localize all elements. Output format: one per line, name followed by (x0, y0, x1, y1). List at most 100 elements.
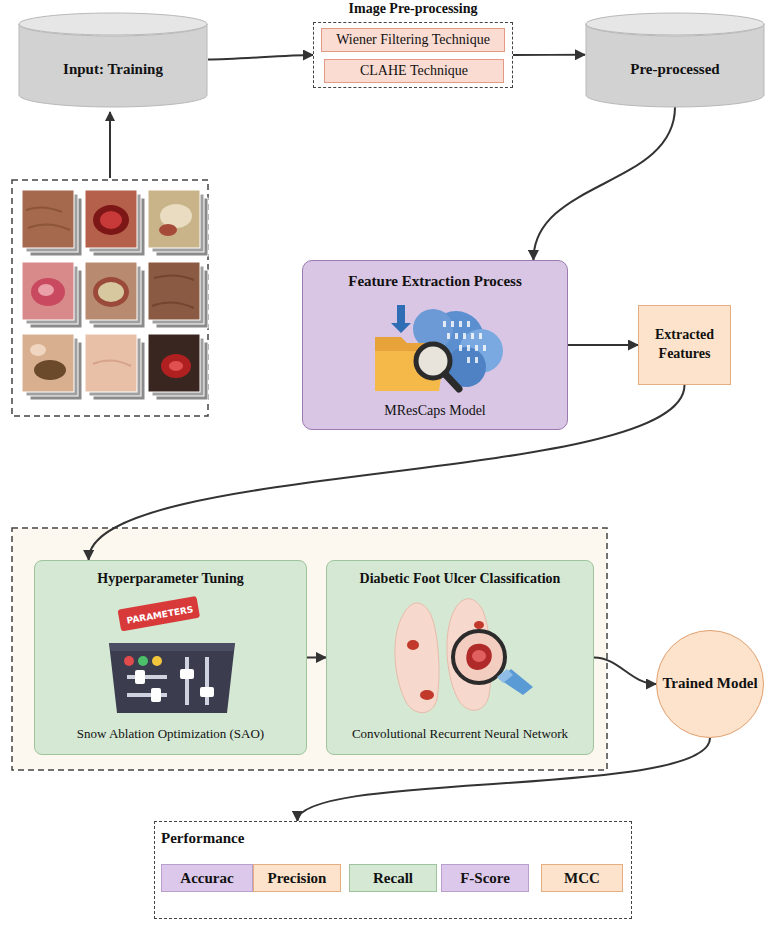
image-grid-frame (12, 180, 208, 416)
drawing-part (127, 675, 167, 679)
illustration (383, 595, 543, 724)
process-subtitle: Snow Ablation Optimization (SAO) (39, 726, 302, 742)
cylinder-body (586, 24, 764, 107)
drawing-part (445, 374, 459, 389)
drawing-part (420, 690, 434, 700)
drawing-part (148, 262, 200, 320)
drawing-part (117, 596, 200, 632)
drawing-part (148, 190, 200, 248)
drawing-part (474, 621, 484, 629)
data-cylinder: Pre-processed (585, 12, 765, 107)
metric-label: F-Score (460, 870, 510, 887)
data-box: Extracted Features (638, 305, 731, 385)
drawing-part (109, 643, 235, 713)
process-box: CLAHE Technique (324, 59, 504, 83)
drawing-part (391, 305, 411, 333)
metric-cell: Accurac (161, 864, 253, 892)
illustration (361, 299, 511, 403)
flow-arrow (594, 658, 656, 685)
drawing-part (138, 656, 148, 666)
drawing-part (451, 321, 454, 327)
drawing-part (148, 262, 208, 328)
drawing-part (151, 688, 161, 702)
drawing-part (200, 687, 214, 697)
drawing-part (467, 357, 470, 363)
process-title: Hyperparameter Tuning (39, 571, 302, 587)
drawing-part (497, 669, 513, 683)
drawing-part (483, 345, 486, 351)
drawing-part (185, 657, 189, 705)
drawing-part (22, 262, 82, 328)
drawing-part (30, 344, 46, 356)
drawing-part (148, 334, 200, 392)
drawing-part (455, 333, 458, 339)
terminal-label: Trained Model (662, 674, 757, 694)
process-subtitle: MResCaps Model (307, 403, 563, 419)
cylinder-top (586, 13, 764, 35)
drawing-part (443, 321, 446, 327)
flow-arrow (307, 657, 326, 659)
drawing-part (205, 657, 209, 705)
cylinder-label: Input: Training (63, 61, 163, 78)
cylinder-body (19, 24, 207, 107)
drawing-part (361, 299, 511, 399)
drawing-part (148, 334, 208, 400)
results-heading: Performance (161, 830, 244, 847)
metric-cell: MCC (541, 864, 623, 892)
grid-arrow (109, 112, 111, 178)
process-box: Feature Extraction ProcessMResCaps Model (302, 260, 568, 430)
drawing-part (479, 333, 482, 339)
data-cylinder: Input: Training (18, 12, 208, 107)
process-box: Hyperparameter TuningSnow Ablation Optim… (34, 560, 307, 755)
drawing-part (471, 333, 474, 339)
drawing-part (93, 360, 131, 366)
drawing-part (467, 345, 470, 351)
drawing-part (38, 284, 54, 296)
drawing-part (22, 334, 74, 392)
drawing-part (466, 644, 492, 670)
drawing-part (135, 670, 145, 684)
group-box: Image Pre-processingWiener Filtering Tec… (313, 22, 513, 88)
drawing-part (148, 190, 208, 256)
drawing-part (34, 360, 66, 380)
drawing-part (124, 656, 134, 666)
drawing-part (85, 334, 137, 392)
drawing-part (459, 321, 462, 327)
drawing-part (395, 603, 439, 713)
drawing-part (100, 211, 122, 229)
drawing-part (152, 275, 194, 308)
drawing-part (93, 277, 129, 307)
drawing-part (467, 321, 470, 327)
drawing-part (407, 640, 419, 650)
drawing-part (26, 207, 70, 230)
drawing-part (85, 334, 145, 400)
process-box: Wiener Filtering Technique (321, 28, 505, 52)
metric-cell: Precision (253, 864, 341, 892)
drawing-part (98, 282, 124, 302)
metric-label: Accurac (180, 870, 233, 887)
results-box: PerformanceAccurac Precision Recall F-Score… (154, 821, 632, 919)
drawing-part (180, 669, 194, 679)
flow-arrow (89, 385, 685, 560)
process-title: Diabetic Foot Ulcer Classification (331, 571, 589, 587)
sample-images (22, 190, 208, 400)
drawing-part (161, 354, 191, 378)
cylinder-top (19, 13, 207, 35)
drawing-part (22, 190, 74, 248)
flow-arrow (513, 54, 585, 56)
terminal-circle: Trained Model (656, 630, 764, 738)
drawing-part (453, 631, 505, 683)
process-box: Diabetic Foot Ulcer ClassificationConvol… (326, 560, 594, 755)
drawing-part (383, 595, 543, 720)
cylinder-shape (585, 12, 765, 107)
drawing-part (463, 333, 466, 339)
data-label: Extracted Features (639, 326, 730, 364)
drawing-part (85, 190, 137, 248)
drawing-part (117, 596, 200, 632)
cylinder-label: Pre-processed (630, 61, 719, 78)
drawing-part (152, 656, 162, 666)
flow-arrow (533, 107, 675, 260)
metric-cell: Recall (349, 864, 437, 892)
